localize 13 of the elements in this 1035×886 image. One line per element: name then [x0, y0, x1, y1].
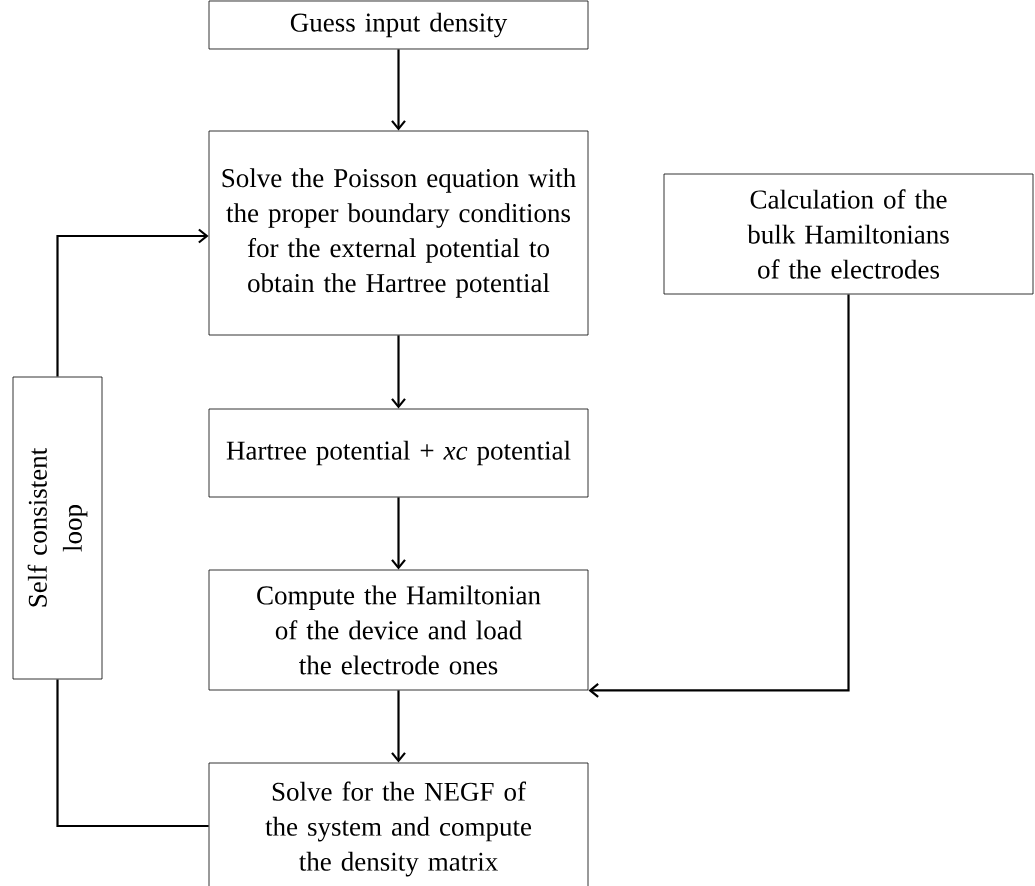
process-box: Solve for the NEGF of the system and compute the density matrix	[208, 762, 589, 886]
process-box: Solve the Poisson equation with the proper boundary conditions for the external potential to obtain the Hartree potential	[208, 130, 589, 336]
process-box: Calculation of the bulk Hamiltonians of the electrodes	[663, 173, 1034, 295]
arrow	[588, 294, 850, 698]
process-box: Hartree potential + xc potential	[208, 408, 589, 498]
arrow	[391, 335, 406, 409]
process-box: Compute the Hamiltonian of the device and load the electrode ones	[208, 569, 589, 691]
process-box: Guess input density	[208, 0, 589, 50]
loop-label-box: Self consistent loop	[12, 376, 103, 680]
arrow	[391, 497, 406, 570]
arrow	[391, 690, 406, 763]
arrow	[56, 228, 209, 377]
arrow	[391, 49, 406, 131]
